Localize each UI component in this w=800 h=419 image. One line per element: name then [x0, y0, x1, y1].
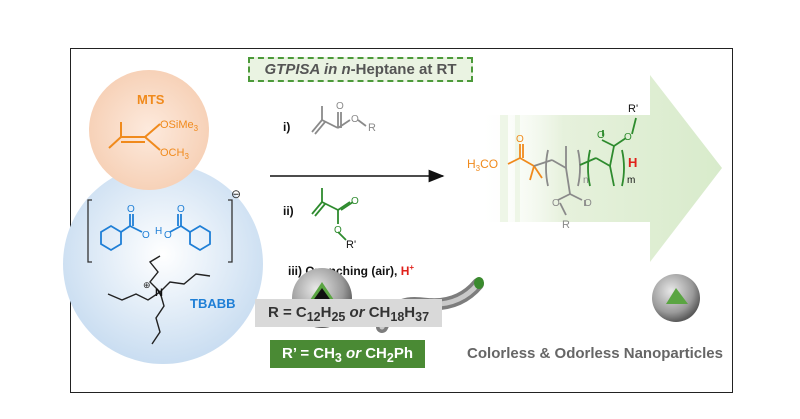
monomer-1-r: R — [368, 122, 376, 134]
polymer-orange-core — [507, 144, 543, 181]
monomer-2-o2: O — [334, 225, 342, 236]
tbabb-circle — [63, 164, 263, 364]
monomer-2-rprime: R' — [346, 239, 356, 251]
polymer-n: n — [583, 175, 589, 186]
polymer-green-o2: O — [597, 130, 605, 141]
mts-label: MTS — [137, 92, 165, 107]
step-ii-label: ii) — [283, 204, 294, 218]
mts-circle — [89, 70, 209, 190]
polymer-gray-block — [533, 146, 586, 216]
title-banner: GTPISA in n-Heptane at RT — [248, 57, 473, 82]
nanoparticles-label: Colorless & Odorless Nanoparticles — [467, 345, 723, 362]
nitrogen-label: N — [155, 287, 163, 299]
step-i-label: i) — [283, 120, 290, 134]
outer-frame — [70, 48, 733, 393]
polymer-gray-o1: O — [584, 198, 592, 209]
background-arrow — [478, 75, 722, 262]
polymer-green-o1: O — [624, 132, 632, 143]
monomer-1 — [311, 106, 351, 135]
polymer-rprime: R' — [628, 103, 638, 115]
polymer-green-block — [579, 117, 637, 187]
polymer-gray-o2: O — [552, 198, 560, 209]
tbabb-bracket — [87, 199, 233, 263]
polymer-r: R — [562, 219, 570, 231]
benzoate-right-o2: O — [164, 230, 172, 241]
polymer-m: m — [627, 175, 635, 186]
monomer-1-or-bond — [357, 119, 367, 127]
benzoate-left-o2: O — [142, 230, 150, 241]
polymer-end-group: H3CO — [467, 157, 498, 173]
rprime-definition-box: R’ = CH3 or CH2Ph — [270, 340, 425, 368]
benzoate-right — [169, 214, 211, 252]
tbabb-label: TBABB — [190, 296, 236, 311]
benzoate-right-o1: O — [177, 204, 185, 215]
nanoparticle-sphere-right — [652, 274, 700, 322]
mts-structure — [108, 122, 161, 151]
mts-och3: OCH3 — [160, 147, 189, 161]
nitrogen-plus: ⊕ — [143, 280, 151, 290]
polymer-orange-o: O — [516, 134, 524, 145]
monomer-1-o1: O — [336, 101, 344, 112]
bridge-h: H — [155, 226, 162, 237]
benzoate-left — [100, 214, 143, 252]
monomer-1-o2: O — [351, 114, 359, 125]
tetrabutylammonium — [107, 255, 211, 345]
arrow-stripe-2 — [515, 115, 520, 222]
monomer-2-o1: O — [351, 196, 359, 207]
polymer-h-end: H — [628, 155, 637, 170]
arrow-stripe-1 — [500, 115, 508, 222]
mts-osime3: OSiMe3 — [160, 119, 199, 133]
benzoate-left-o1: O — [127, 204, 135, 215]
r-definition-box: R = C12H25 or CH18H37 — [255, 299, 442, 327]
monomer-2 — [311, 188, 354, 241]
tbabb-minus: ⊖ — [231, 187, 241, 201]
